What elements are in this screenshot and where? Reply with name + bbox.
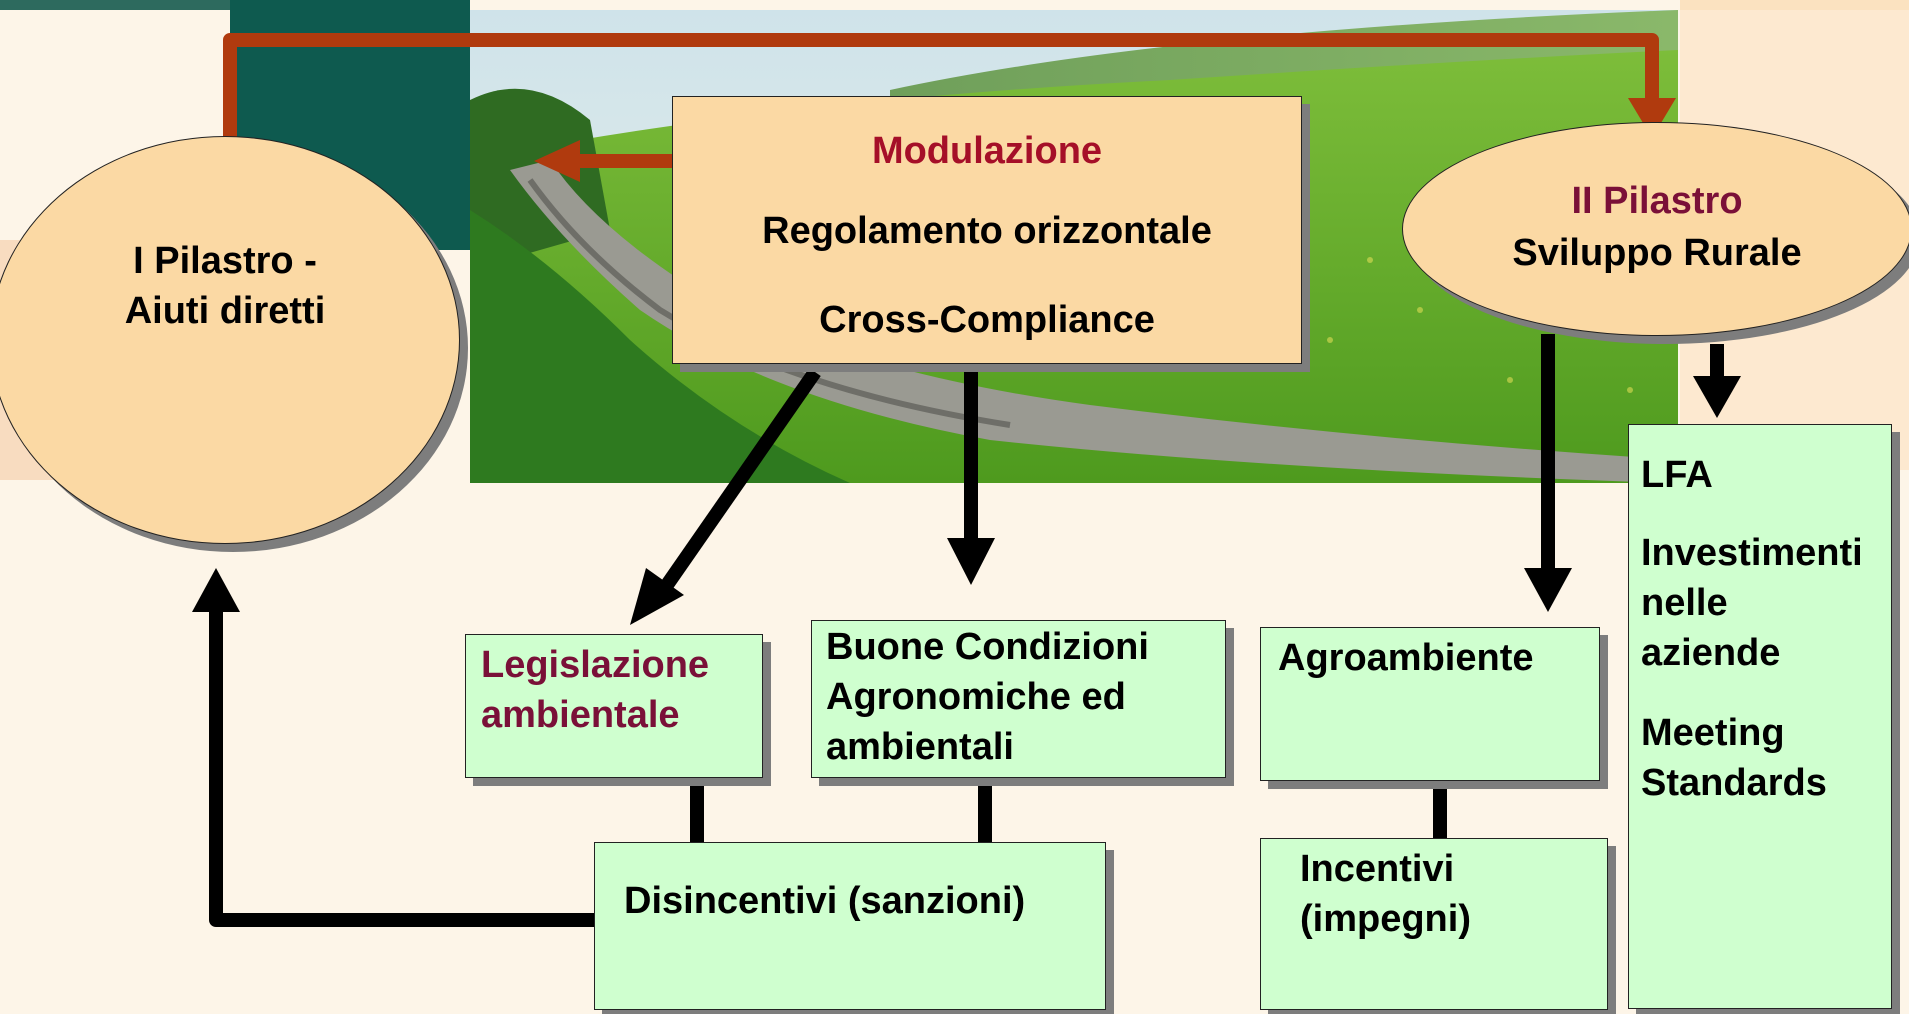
incentivi-line1: Incentivi [1300,848,1455,890]
pilastro-2-subtitle: Sviluppo Rurale [1512,232,1802,274]
modulazione-box [672,96,1302,364]
incentivi-box [1260,838,1608,1010]
buone-line3: ambientali [826,726,1014,768]
buone-condizioni-box [811,620,1226,778]
buone-line1: Buone Condizioni [826,626,1149,668]
decor-block-teal-top [0,0,230,10]
measure-investimenti-line1: Investimenti [1641,532,1863,574]
measure-investimenti-line2: nelle [1641,582,1728,624]
pilastro-1-line1: I Pilastro - [133,240,317,282]
legislazione-line1: Legislazione [481,644,710,686]
buone-line2: Agronomiche ed [826,676,1126,718]
cross-compliance-label: Cross-Compliance [819,299,1155,341]
arrow-disincentivi-to-pilastro1-head [192,568,240,612]
pilastro-1-line2: Aiuti diretti [124,290,326,332]
modulazione-title: Modulazione [871,130,1103,172]
pilastro-2-node [1402,122,1909,336]
arrow-cc-to-buone-head [947,538,995,585]
measure-lfa: LFA [1641,454,1713,496]
decor-block-light-strip [1680,0,1909,10]
measure-meeting-line1: Meeting [1641,712,1785,754]
pilastro-1-label: I Pilastro - Aiuti diretti [55,236,395,336]
legislazione-line2: ambientale [481,694,680,736]
arrow-cc-to-legislazione-head [630,568,684,625]
measure-meeting-line2: Standards [1641,762,1827,804]
regolamento-orizzontale-label: Regolamento orizzontale [762,210,1212,252]
disincentivi-box [594,842,1106,1010]
measure-meeting-standards: Meeting Standards [1641,708,1827,808]
agroambiente-label: Agroambiente [1278,637,1534,679]
legislazione-label: Legislazione ambientale [481,640,709,740]
agroambiente-box [1260,627,1600,781]
incentivi-line2: (impegni) [1300,898,1471,940]
measure-investimenti: Investimenti nelle aziende [1641,528,1863,678]
pilastro-1-node [0,136,460,544]
incentivi-label: Incentivi (impegni) [1300,844,1471,944]
measure-investimenti-line3: aziende [1641,632,1781,674]
disincentivi-label: Disincentivi (sanzioni) [624,880,1026,922]
buone-condizioni-label: Buone Condizioni Agronomiche ed ambienta… [826,622,1149,772]
arrow-p2-to-agroambiente-head [1524,568,1572,612]
pilastro-2-title: II Pilastro [1571,180,1743,222]
rural-measures-box [1628,424,1892,1009]
